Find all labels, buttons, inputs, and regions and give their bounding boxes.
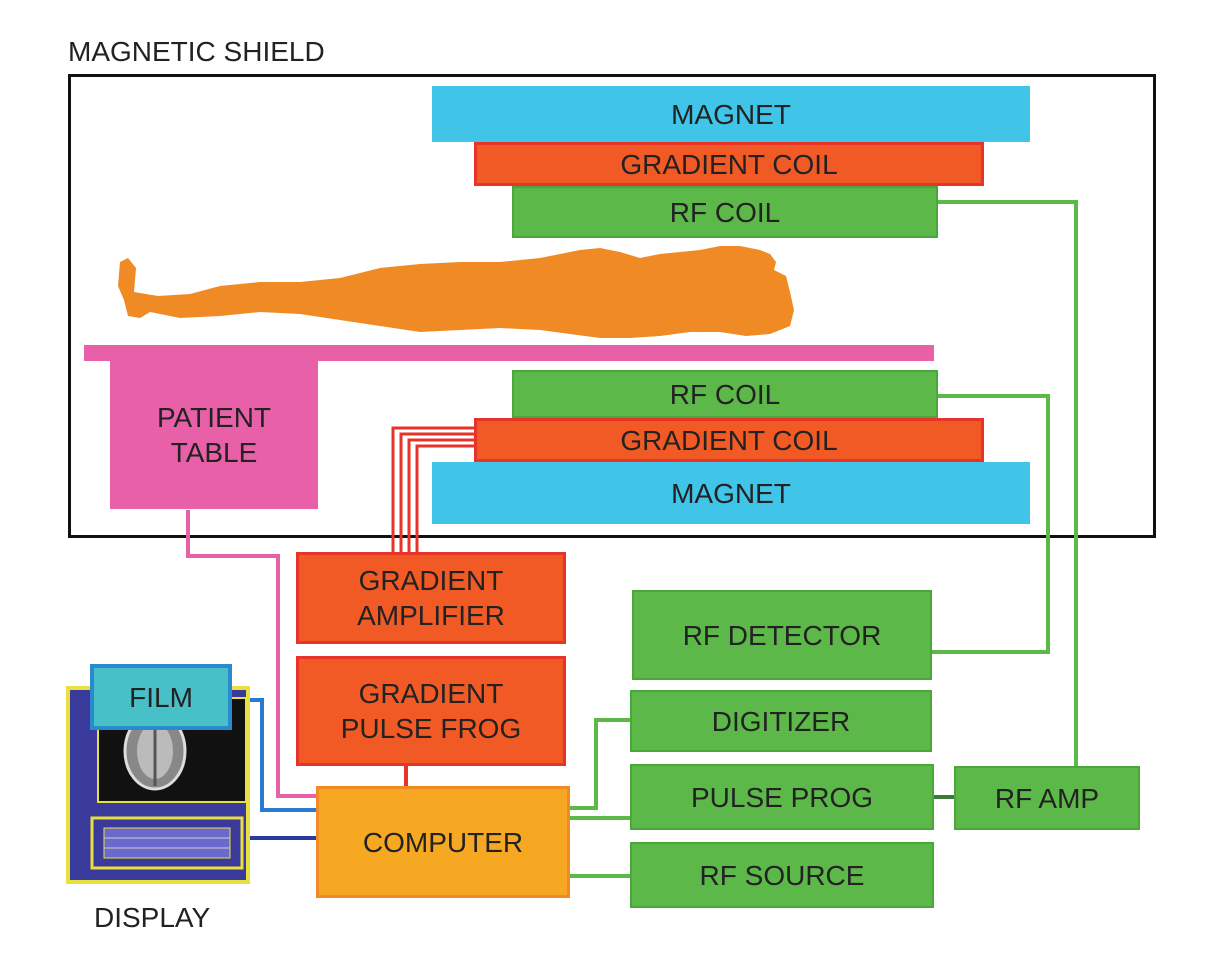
patient-table-label: PATIENT TABLE xyxy=(156,402,272,468)
lower-gradient-coil: GRADIENT COIL xyxy=(474,418,984,462)
upper-rf-coil: RF COIL xyxy=(512,186,938,238)
magnetic-shield-label: MAGNETIC SHIELD xyxy=(68,36,325,67)
gradient-pulse-prog: GRADIENT PULSE FROG xyxy=(296,656,566,766)
film: FILM xyxy=(90,664,232,730)
magnetic-shield-frame xyxy=(68,74,1156,538)
lower-rf-coil: RF COIL xyxy=(512,370,938,418)
patient-table-top xyxy=(84,345,934,361)
computer: COMPUTER xyxy=(316,786,570,898)
pulse-prog: PULSE PROG xyxy=(630,764,934,830)
lower-magnet: MAGNET xyxy=(432,462,1030,524)
rf-source: RF SOURCE xyxy=(630,842,934,908)
gradient-amplifier: GRADIENT AMPLIFIER xyxy=(296,552,566,644)
upper-magnet: MAGNET xyxy=(432,86,1030,142)
rf-detector: RF DETECTOR xyxy=(632,590,932,680)
digitizer: DIGITIZER xyxy=(630,690,932,752)
patient-table-leg xyxy=(110,361,318,509)
display-label: DISPLAY xyxy=(94,902,211,933)
upper-gradient-coil: GRADIENT COIL xyxy=(474,142,984,186)
rf-amp: RF AMP xyxy=(954,766,1140,830)
patient-silhouette xyxy=(118,246,794,338)
